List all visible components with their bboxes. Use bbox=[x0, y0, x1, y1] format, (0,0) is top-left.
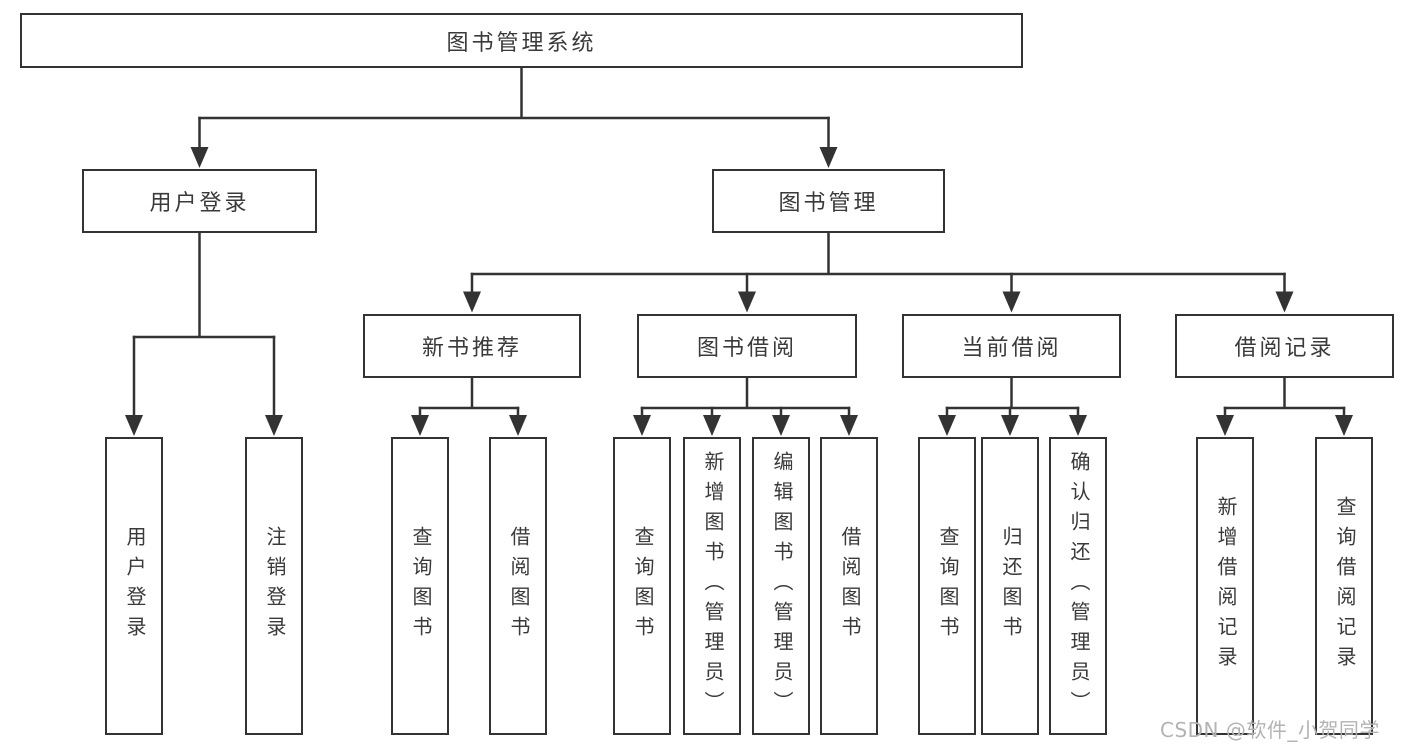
connector-current-borrowing-to-leaves bbox=[938, 376, 1087, 436]
leaf-newbook-query-books: 查询图书 bbox=[391, 437, 449, 735]
watermark-text: CSDN @软件_小贺同学 bbox=[1160, 718, 1380, 742]
connector-book-borrowing-to-leaves bbox=[633, 376, 858, 436]
connector-book-management-to-level3 bbox=[463, 231, 1294, 313]
node-book-management: 图书管理 bbox=[712, 169, 945, 233]
node-borrowing-records: 借阅记录 bbox=[1175, 314, 1394, 378]
connector-root-to-level2 bbox=[190, 66, 838, 168]
node-book-borrowing: 图书借阅 bbox=[637, 314, 857, 378]
connector-borrowing-records-to-leaves bbox=[1216, 376, 1353, 436]
leaf-newbook-borrow-books: 借阅图书 bbox=[489, 437, 547, 735]
node-library-management-system: 图书管理系统 bbox=[20, 13, 1023, 68]
leaf-records-query-borrow-record: 查询借阅记录 bbox=[1315, 437, 1373, 735]
leaf-records-add-borrow-record: 新增借阅记录 bbox=[1196, 437, 1254, 735]
leaf-logout-login: 注销登录 bbox=[245, 437, 303, 735]
leaf-current-query-books: 查询图书 bbox=[918, 437, 976, 735]
node-new-book-recommendation: 新书推荐 bbox=[363, 314, 581, 378]
node-user-login: 用户登录 bbox=[82, 169, 317, 233]
leaf-borrowing-edit-books-admin: 编辑图书（管理员） bbox=[752, 437, 810, 735]
node-current-borrowing: 当前借阅 bbox=[902, 314, 1121, 378]
leaf-borrowing-borrow-books: 借阅图书 bbox=[820, 437, 878, 735]
leaf-borrowing-add-books-admin: 新增图书（管理员） bbox=[683, 437, 741, 735]
connector-new-book-to-leaves bbox=[411, 376, 527, 436]
leaf-user-login: 用户登录 bbox=[105, 437, 163, 735]
leaf-current-return-books: 归还图书 bbox=[981, 437, 1039, 735]
leaf-current-confirm-return-admin: 确认归还（管理员） bbox=[1049, 437, 1107, 735]
connector-user-login-to-leaves bbox=[125, 231, 283, 436]
leaf-borrowing-query-books: 查询图书 bbox=[613, 437, 671, 735]
